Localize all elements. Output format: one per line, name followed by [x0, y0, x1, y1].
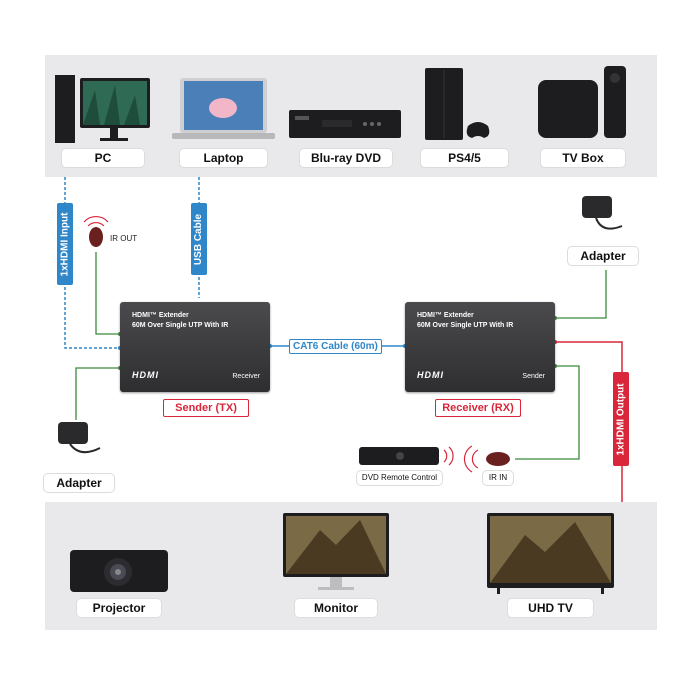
ir-out-label: IR OUT [110, 234, 138, 243]
cat6-cable-label: CAT6 Cable (60m) [289, 339, 382, 354]
right-adapter-line [555, 270, 607, 319]
hdmi-input-tab: 1xHDMI Input [57, 203, 73, 285]
ir-out-line [95, 252, 120, 335]
sender-device: HDMI™ Extender 60M Over Single UTP With … [120, 302, 270, 392]
sender-role: Receiver [232, 373, 260, 380]
uhdtv-label: UHD TV [508, 599, 593, 617]
sender-hdmi-logo: HDMI [132, 370, 159, 380]
sender-tx-label: Sender (TX) [163, 399, 249, 417]
receiver-role: Sender [522, 373, 545, 380]
receiver-hdmi-logo: HDMI [417, 370, 444, 380]
right-adapter-label: Adapter [568, 247, 638, 265]
right-adapter-icon [582, 196, 623, 230]
hdmi-output-tab: 1xHDMI Output [613, 372, 629, 466]
bluray-label: Blu-ray DVD [300, 149, 392, 167]
remote-control-icon [359, 446, 454, 466]
laptop-icon [172, 78, 275, 139]
ir-in-line [515, 365, 580, 460]
bluray-icon [289, 110, 401, 138]
receiver-line1: HDMI™ Extender [417, 312, 474, 319]
pc-label: PC [62, 149, 144, 167]
monitor-icon [283, 513, 389, 590]
ir-out-sensor-icon [83, 216, 109, 247]
playstation-icon [425, 68, 490, 140]
left-adapter-label: Adapter [44, 474, 114, 492]
left-adapter-line [75, 367, 120, 420]
monitor-label: Monitor [295, 599, 377, 617]
sender-line2: 60M Over Single UTP With IR [132, 322, 229, 329]
receiver-device: HDMI™ Extender 60M Over Single UTP With … [405, 302, 555, 392]
ir-in-sensor-icon [463, 445, 510, 473]
sender-line1: HDMI™ Extender [132, 312, 189, 319]
left-adapter-icon [58, 422, 101, 454]
remote-label: DVD Remote Control [357, 471, 442, 485]
tvbox-label: TV Box [541, 149, 625, 167]
uhd-tv-icon [487, 513, 614, 594]
projector-label: Projector [77, 599, 161, 617]
receiver-rx-label: Receiver (RX) [435, 399, 521, 417]
laptop-label: Laptop [180, 149, 267, 167]
ps-label: PS4/5 [421, 149, 508, 167]
receiver-line2: 60M Over Single UTP With IR [417, 322, 514, 329]
hdmi-input-line [64, 177, 120, 349]
tv-box-icon [538, 66, 626, 138]
projector-icon [70, 550, 168, 592]
pc-icon [55, 75, 150, 143]
ir-in-label: IR IN [483, 471, 513, 485]
usb-cable-tab: USB Cable [191, 203, 207, 275]
